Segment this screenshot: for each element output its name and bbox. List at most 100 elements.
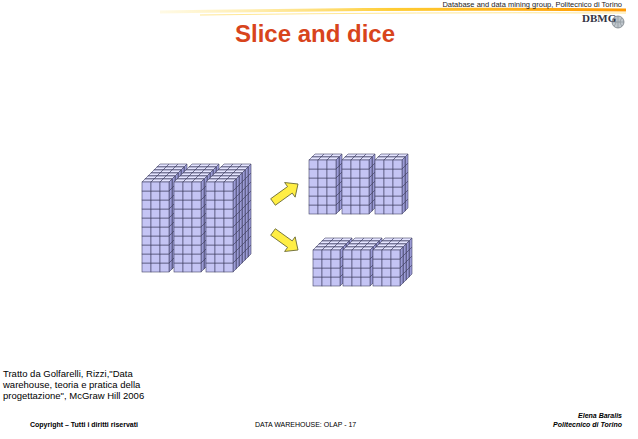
cubelet-front [183,263,192,272]
cubelet [160,179,172,191]
cubelet-front [192,245,201,254]
cubelet-front [160,227,169,236]
cubelet-front [160,227,169,236]
cubelet-front [151,263,160,272]
cubelet-front [192,245,201,254]
cubelet-front [160,245,169,254]
cubelet-front [151,254,160,263]
cubelet-front [151,227,160,236]
cubelet-front [183,236,192,245]
cubelet-front [192,254,201,263]
cubelet-front [215,254,224,263]
cubelet-front [192,227,201,236]
cubelet-front [151,191,160,200]
cubelet-front [224,227,233,236]
cubelet-front [224,191,233,200]
cubelet-front [215,227,224,236]
cubelet-front [192,263,201,272]
cubelet-front [224,209,233,218]
cubelet-front [224,218,233,227]
cubelet-front [224,263,233,272]
cubelet-front [215,209,224,218]
cubelet-front [160,218,169,227]
cubelet-front [151,218,160,227]
cubelet-front [215,200,224,209]
header-swoosh [200,13,626,15]
cubelet-front [183,227,192,236]
cubelet-front [215,191,224,200]
cubelet-front [151,182,160,191]
cubelet-front [192,200,201,209]
cubelet-front [151,218,160,227]
cubelet-front [215,236,224,245]
cubelet-front [192,191,201,200]
cubelet-side [239,173,242,185]
cubelet-front [215,254,224,263]
cubelet-front [142,254,151,263]
cubelet-front [224,182,233,191]
cubelet-front [183,209,192,218]
cubelet-front [192,218,201,227]
cubelet-front [142,236,151,245]
cubelet-front [215,263,224,272]
cubelet-front [206,254,215,263]
cubelet-front [224,236,233,245]
cubelet-front [183,236,192,245]
cubelet-front [183,254,192,263]
cubelet-front [206,263,215,272]
cubelet-front [224,200,233,209]
cubelet-front [224,254,233,263]
cubelet-front [151,254,160,263]
cubelet-front [192,182,201,191]
cubelet-front [183,200,192,209]
cubelet-front [224,236,233,245]
cubelet-front [224,227,233,236]
cubelet-side [236,176,239,188]
cubelet-front [160,254,169,263]
cube-illustration [142,154,412,286]
cubelet-front [183,245,192,254]
cubelet-front [160,236,169,245]
cubelet-front [192,236,201,245]
cubelet-front [151,245,160,254]
cubelet-front [151,227,160,236]
cubelet-front [215,245,224,254]
cubelet-front [151,209,160,218]
cubelet-front [215,227,224,236]
cubelet-side [245,167,248,179]
cubelet-front [206,227,215,236]
cubelet-front [183,245,192,254]
cubelet-front [215,245,224,254]
cubelet-front [224,245,233,254]
cubelet-front [183,191,192,200]
cubelet-front [174,254,183,263]
cubelet-front [192,254,201,263]
cubelet-front [151,245,160,254]
cubelet-front [160,263,169,272]
cubelet-front [224,245,233,254]
cubelet-front [192,236,201,245]
cubelet-front [151,200,160,209]
cubelet-front [192,209,201,218]
cubelet-front [160,236,169,245]
cubelet-front [142,218,151,227]
cubelet-front [183,254,192,263]
cubelet-side [248,164,251,176]
cubelet-front [160,209,169,218]
cubelet-front [142,245,151,254]
cubelet-front [174,236,183,245]
cubelet-front [160,218,169,227]
cubelet-front [183,218,192,227]
cubelet-front [174,263,183,272]
cubelet-front [183,227,192,236]
cubelet [224,179,236,191]
cubelet-side [242,170,245,182]
cubelet-front [151,236,160,245]
cubelet-front [160,200,169,209]
cubelet-front [160,254,169,263]
cubelet-front [206,245,215,254]
cubelet-front [174,245,183,254]
cubelet-front [206,236,215,245]
cubelet-front [183,182,192,191]
cubelet-front [224,254,233,263]
